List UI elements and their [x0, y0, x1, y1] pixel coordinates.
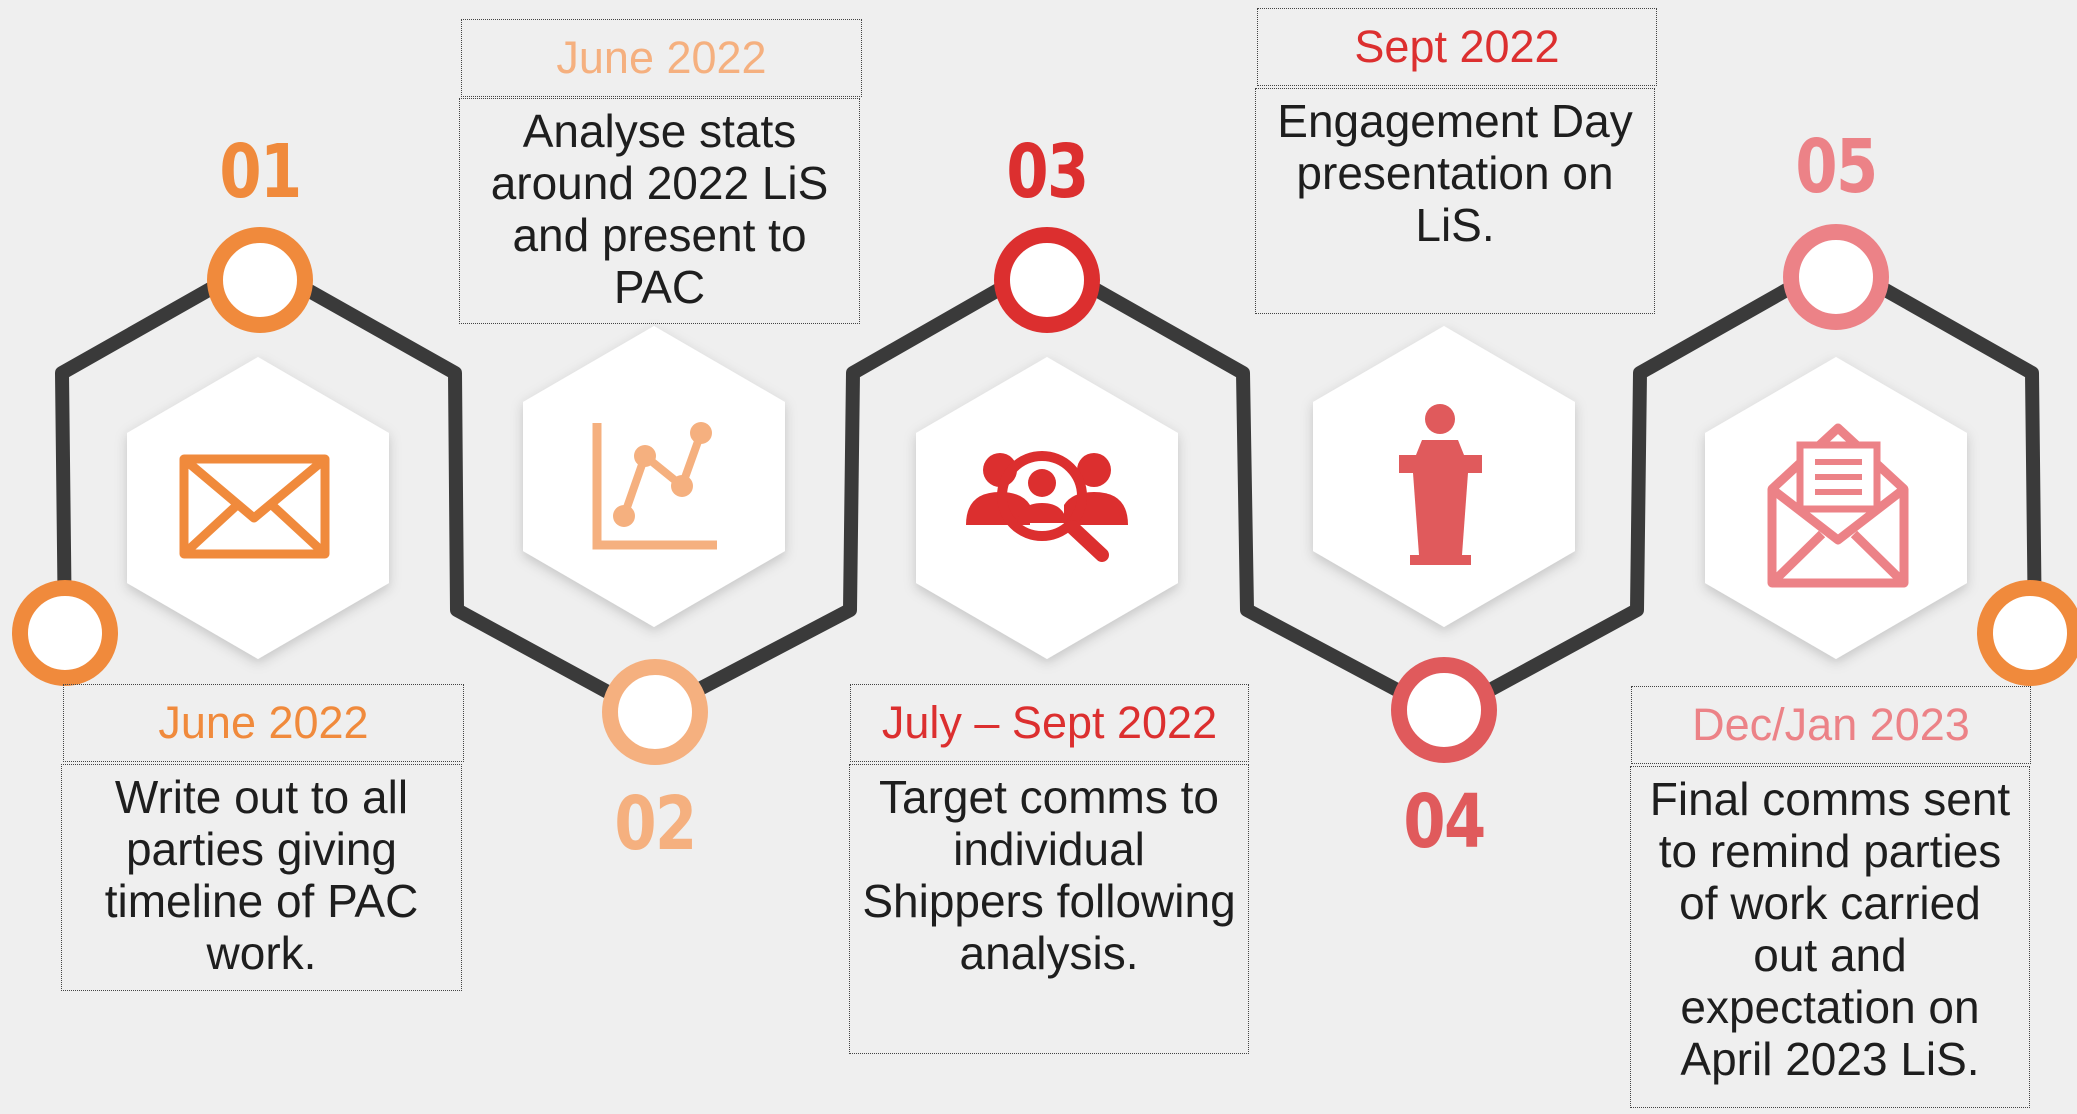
- step-number-03: 03: [1006, 129, 1089, 215]
- envelope-icon: [179, 454, 330, 559]
- open-letter-icon: [1767, 423, 1909, 588]
- step-04-description: Engagement Day presentation on LiS.: [1255, 88, 1655, 314]
- step-01-description: Write out to all parties giving timeline…: [61, 764, 462, 991]
- node-end: [1977, 580, 2077, 686]
- step-05-date: Dec/Jan 2023: [1631, 686, 2031, 764]
- step-01-date: June 2022: [63, 684, 464, 762]
- step-04-date: Sept 2022: [1257, 8, 1657, 86]
- hexagon-step-02: [523, 326, 785, 627]
- step-number-05: 05: [1795, 124, 1878, 210]
- node-step-04: [1391, 657, 1497, 763]
- line-chart-icon: [592, 422, 717, 550]
- hexagon-step-01: [127, 357, 389, 659]
- step-number-04: 04: [1403, 779, 1486, 865]
- step-03-description: Target comms to individual Shippers foll…: [849, 764, 1249, 1054]
- node-step-05: [1783, 224, 1889, 330]
- step-number-01: 01: [219, 129, 302, 215]
- people-search-icon: [966, 451, 1128, 562]
- step-number-02: 02: [614, 781, 697, 867]
- node-step-03: [994, 227, 1100, 333]
- step-02-date: June 2022: [461, 19, 862, 97]
- podium-speaker-icon: [1399, 404, 1482, 565]
- node-start: [12, 580, 118, 686]
- step-05-description: Final comms sent to remind parties of wo…: [1630, 766, 2030, 1108]
- step-03-date: July – Sept 2022: [850, 684, 1249, 762]
- node-step-02: [602, 659, 708, 765]
- step-02-description: Analyse stats around 2022 LiS and presen…: [459, 98, 860, 324]
- node-step-01: [207, 227, 313, 333]
